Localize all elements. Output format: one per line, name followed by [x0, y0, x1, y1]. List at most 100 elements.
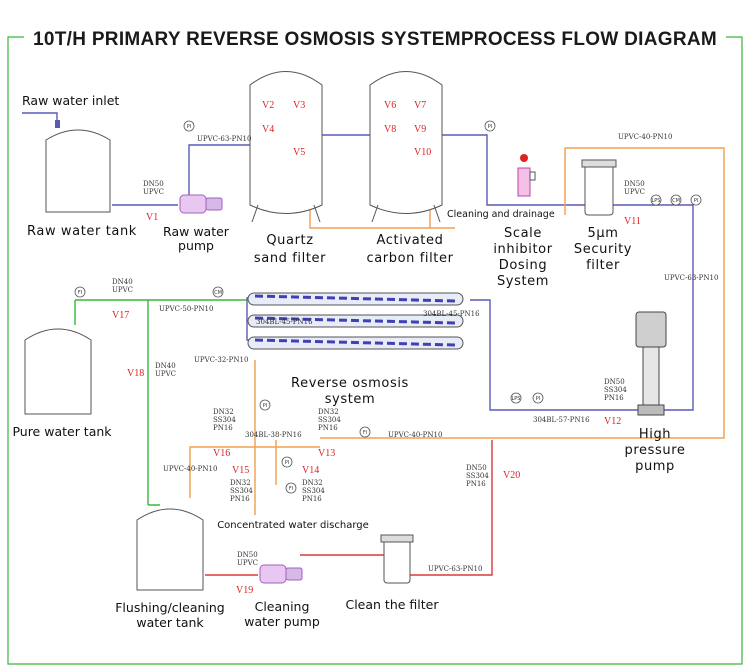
svg-text:UPVC-50-PN10: UPVC-50-PN10: [159, 305, 213, 313]
svg-text:SS304: SS304: [604, 386, 627, 394]
valve-labels: V1 V2 V3 V4 V5 V6 V7 V8 V9 V10 V11 V12 V…: [112, 100, 641, 596]
svg-text:UPVC: UPVC: [143, 188, 164, 196]
security-filter-label-3: filter: [586, 258, 620, 273]
svg-text:PN16: PN16: [318, 424, 338, 432]
svg-text:304BL-45-PN16: 304BL-45-PN16: [423, 310, 480, 318]
svg-text:UPVC-40-PN10: UPVC-40-PN10: [618, 133, 672, 141]
gauge-fi-3: FI: [289, 486, 293, 492]
valve-v18: V18: [127, 368, 144, 379]
svg-text:DN40: DN40: [155, 362, 176, 370]
gauges: PI PI LPS CM PI FI CM LPS PI PI FI PI FI: [74, 120, 702, 494]
clean-filter-label: Clean the filter: [345, 597, 439, 612]
svg-text:DN50: DN50: [466, 464, 487, 472]
pipe-pure-water: [74, 299, 247, 506]
ro-label-1: Reverse osmosis: [291, 376, 409, 391]
pipe-filter-to-pump: [612, 204, 694, 411]
svg-text:UPVC-40-PN10: UPVC-40-PN10: [163, 465, 217, 473]
gauge-cm-1: CM: [672, 198, 680, 204]
svg-text:PN16: PN16: [213, 424, 233, 432]
raw-water-pump-label-1: Raw water: [163, 224, 230, 239]
valve-v17: V17: [112, 310, 129, 321]
pure-water-tank-label: Pure water tank: [12, 424, 112, 439]
svg-text:SS304: SS304: [230, 487, 253, 495]
reverse-osmosis-membranes[interactable]: [247, 292, 464, 350]
svg-text:DN50: DN50: [237, 551, 258, 559]
svg-text:SS304: SS304: [318, 416, 341, 424]
svg-text:UPVC-63-PN10: UPVC-63-PN10: [428, 565, 482, 573]
high-pressure-pump[interactable]: [635, 311, 667, 416]
svg-text:PN16: PN16: [604, 394, 624, 402]
svg-text:UPVC: UPVC: [112, 286, 133, 294]
raw-water-pump[interactable]: [179, 194, 223, 214]
raw-water-inlet-label: Raw water inlet: [22, 93, 119, 108]
gauge-pi-6: PI: [285, 460, 290, 466]
pipe-flush-feed: [189, 446, 320, 498]
gauge-pi-5: PI: [263, 403, 268, 409]
carbon-filter-label-2: carbon filter: [366, 251, 453, 266]
gauge-fi-1: FI: [78, 290, 82, 296]
flushing-water-tank[interactable]: [136, 508, 204, 591]
clean-filter[interactable]: [380, 534, 414, 584]
svg-text:DN32: DN32: [302, 479, 323, 487]
svg-text:DN32: DN32: [230, 479, 251, 487]
quartz-sand-filter[interactable]: [249, 71, 323, 223]
pipe-pump-to-ro: [470, 299, 640, 411]
scale-inhibitor-label-3: Dosing: [499, 258, 547, 273]
svg-text:SS304: SS304: [302, 487, 325, 495]
scale-inhibitor-label-1: Scale: [504, 226, 542, 241]
valve-v20: V20: [503, 470, 520, 481]
gauge-pi-3: PI: [694, 198, 699, 204]
quartz-filter-label-2: sand filter: [254, 251, 326, 266]
valve-v16: V16: [213, 448, 230, 459]
raw-water-tank[interactable]: [45, 120, 111, 213]
svg-text:DN50: DN50: [143, 180, 164, 188]
svg-text:UPVC: UPVC: [624, 188, 645, 196]
svg-text:SS304: SS304: [466, 472, 489, 480]
svg-text:UPVC-32-PN10: UPVC-32-PN10: [194, 356, 248, 364]
gauge-pi-2: PI: [488, 124, 493, 130]
svg-text:DN32: DN32: [213, 408, 234, 416]
ro-label-2: system: [325, 392, 376, 407]
svg-text:UPVC-63-PN10: UPVC-63-PN10: [664, 274, 718, 282]
valve-v2: V2: [262, 100, 274, 111]
valve-v1: V1: [146, 212, 158, 223]
gauge-lps: LPS: [652, 198, 661, 204]
valve-v15: V15: [232, 465, 249, 476]
valve-v9: V9: [414, 124, 426, 135]
svg-text:PN16: PN16: [466, 480, 486, 488]
pipe-cleaning-loop: [205, 440, 493, 576]
cleaning-pump-label-2: water pump: [244, 614, 320, 629]
svg-text:DN50: DN50: [624, 180, 645, 188]
svg-text:DN32: DN32: [318, 408, 339, 416]
valve-v12: V12: [604, 416, 621, 427]
svg-text:304BL-38-PN16: 304BL-38-PN16: [245, 431, 302, 439]
security-filter-label-1: 5μm: [587, 226, 618, 241]
cleaning-pump-label-1: Cleaning: [255, 599, 310, 614]
diagram-title: 10T/H PRIMARY REVERSE OSMOSIS SYSTEMPROC…: [33, 29, 717, 50]
security-filter[interactable]: [581, 159, 617, 216]
valve-v14: V14: [302, 465, 319, 476]
carbon-filter-label-1: Activated: [377, 233, 444, 248]
pipe-pump-to-header: [188, 144, 258, 200]
svg-text:UPVC-40-PN10: UPVC-40-PN10: [388, 431, 442, 439]
scale-inhibitor-dosing[interactable]: [517, 154, 536, 197]
pipe-cleaning-return: [320, 147, 725, 439]
svg-text:DN50: DN50: [604, 378, 625, 386]
valve-v4: V4: [262, 124, 274, 135]
valve-v6: V6: [384, 100, 396, 111]
valve-v19: V19: [236, 585, 253, 596]
scale-inhibitor-label-4: System: [497, 274, 549, 289]
valve-v7: V7: [414, 100, 426, 111]
activated-carbon-filter[interactable]: [369, 71, 443, 223]
pure-water-tank[interactable]: [24, 328, 92, 415]
svg-text:304BL-57-PN16: 304BL-57-PN16: [533, 416, 590, 424]
flushing-tank-label-2: water tank: [136, 615, 204, 630]
gauge-cm-2: CM: [214, 290, 222, 296]
cleaning-water-pump[interactable]: [259, 564, 303, 584]
svg-text:304BL-45-PN16: 304BL-45-PN16: [256, 318, 313, 326]
hp-pump-label-1: High: [639, 427, 671, 442]
svg-text:UPVC: UPVC: [237, 559, 258, 567]
gauge-pi-1: PI: [187, 124, 192, 130]
valve-v8: V8: [384, 124, 396, 135]
gauge-lps-2: LPS: [512, 396, 521, 402]
